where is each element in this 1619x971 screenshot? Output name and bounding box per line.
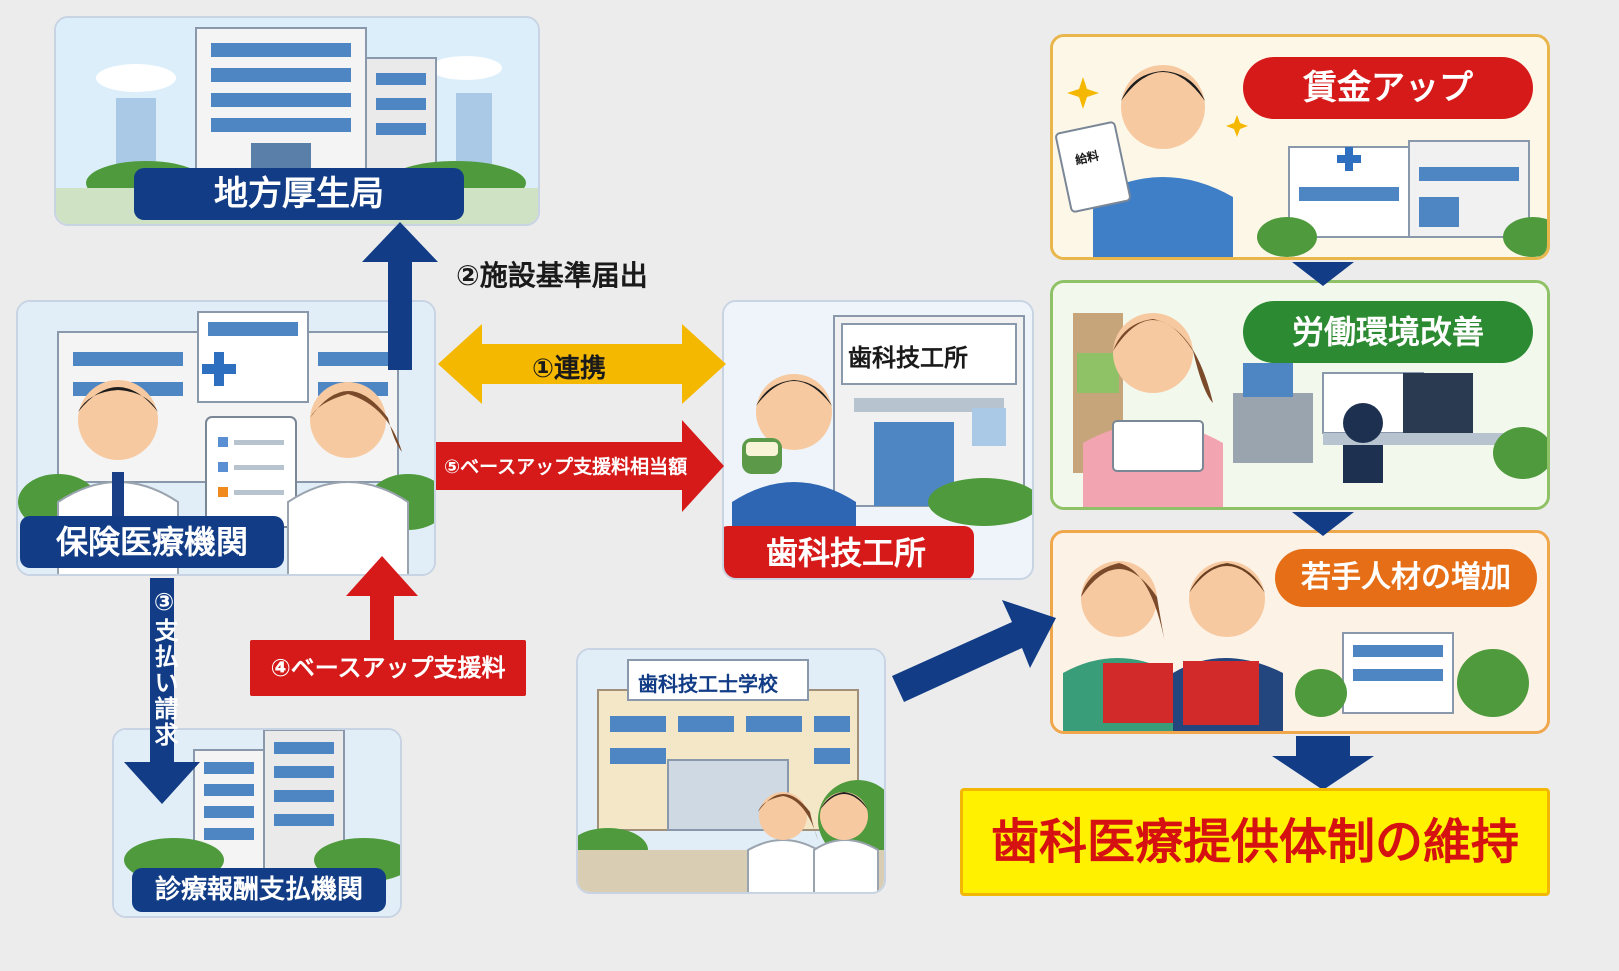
step4-arrow-shaft	[346, 556, 418, 640]
work-env-label: 労働環境改善	[1243, 301, 1533, 363]
final-goal: 歯科医療提供体制の維持	[960, 788, 1550, 896]
dental-lab-label: 歯科技工所	[724, 526, 974, 578]
step1-label: ①連携	[532, 354, 607, 384]
payment-agency-label: 診療報酬支払機関	[132, 868, 386, 912]
dental-lab-card: 歯科技工所 歯科技工所	[722, 300, 1034, 580]
wage-up-label: 賃金アップ	[1243, 57, 1533, 119]
young-talent-label: 若手人材の増加	[1275, 549, 1537, 607]
medical-institution-label: 保険医療機関	[20, 516, 284, 568]
step5-label: ⑤ベースアップ支援料相当額	[444, 456, 688, 478]
work-env-card: 労働環境改善	[1050, 280, 1550, 510]
step1-arrow	[438, 324, 726, 404]
step2-arrow	[362, 222, 438, 370]
regional-bureau-label: 地方厚生局	[134, 168, 464, 220]
school-illustration	[578, 650, 884, 892]
dental-lab-sign: 歯科技工所	[848, 344, 968, 372]
step5-arrow	[436, 420, 724, 512]
step4-label: ④ベースアップ支援料	[250, 640, 526, 696]
medical-institution-card: 保険医療機関	[16, 300, 436, 576]
young-talent-illustration	[1053, 533, 1547, 731]
school-to-talent-arrow	[892, 600, 1056, 702]
talent-to-final-arrow	[1272, 736, 1374, 790]
wage-up-card: 給料 賃金アップ	[1050, 34, 1550, 260]
step3-arrow	[124, 578, 200, 804]
school-card: 歯科技工士学校	[576, 648, 886, 894]
env-to-talent-arrow	[1292, 512, 1354, 536]
young-talent-card: 若手人材の増加	[1050, 530, 1550, 734]
wage-to-env-arrow	[1292, 262, 1354, 286]
step2-label: ②施設基準届出	[456, 259, 648, 292]
regional-bureau-card: 地方厚生局	[54, 16, 540, 226]
step3-label: ③支払い請求	[150, 588, 178, 748]
school-sign: 歯科技工士学校	[638, 672, 778, 696]
